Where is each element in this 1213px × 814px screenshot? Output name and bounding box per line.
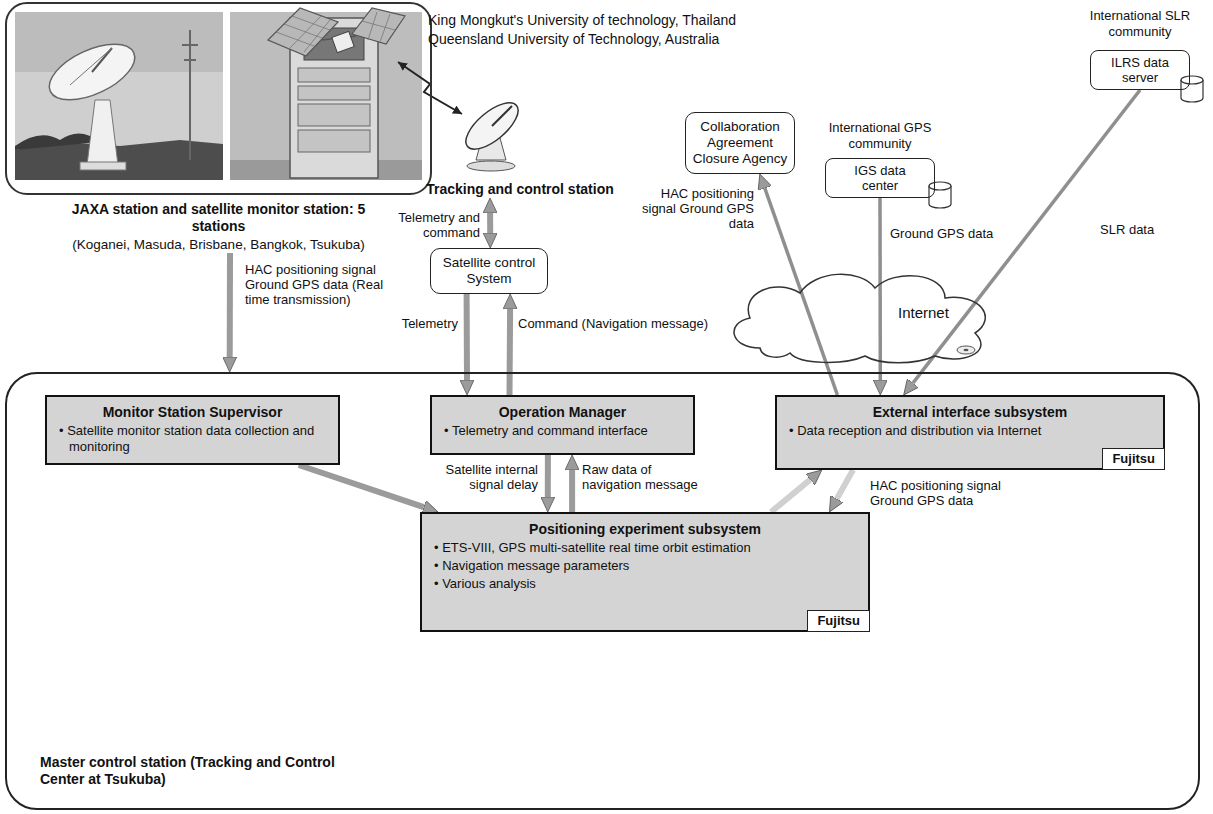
flow-arrow (299, 465, 424, 507)
subsystem-title: External interface subsystem (789, 403, 1151, 421)
edge-label: Ground GPS data (888, 226, 998, 241)
vendor-tag: Fujitsu (1102, 448, 1165, 470)
subsystem-title: Monitor Station Supervisor (59, 403, 326, 421)
antenna-dish (41, 33, 143, 112)
solar-panel (352, 8, 405, 44)
antenna-pedestal (87, 100, 118, 165)
bullet-item: • Satellite monitor station data collect… (59, 423, 326, 455)
station-title: Master control station (Tracking and Con… (40, 754, 340, 788)
flow-arrow (464, 294, 470, 380)
disc-icon (957, 346, 975, 354)
rack-unit (298, 86, 370, 100)
subsystem-box: Monitor Station Supervisor • Satellite mo… (45, 395, 340, 465)
university-name: King Mongkut's University of technology,… (428, 12, 736, 29)
internet-cloud: Internet (720, 268, 1000, 365)
disc-icon (964, 349, 969, 351)
rounded-box: Collaboration Agreement Closure Agency (685, 112, 795, 174)
antenna-base (80, 162, 126, 170)
subsystem-box: Operation Manager • Telemetry and command… (430, 395, 695, 455)
bullet-item: • Navigation message parameters (434, 558, 856, 574)
subsystem-title: Operation Manager (444, 403, 681, 421)
flow-arrow (507, 309, 514, 395)
box-label: Tracking and control station (410, 181, 630, 198)
vendor-tag: Fujitsu (807, 610, 870, 632)
bullet-item: • Various analysis (434, 576, 856, 592)
bullet-item: • Telemetry and command interface (444, 423, 681, 439)
flow-arrow (878, 198, 882, 380)
station-photo-panel: JAXA station and satellite monitor stati… (5, 2, 432, 253)
flow-arrow (771, 480, 810, 512)
edge-label: Telemetry and command (392, 210, 482, 240)
solar-panel-grid (276, 15, 330, 52)
edge-label: SLR data (1098, 222, 1178, 237)
solar-panel-grid (362, 12, 395, 42)
edge-label: HAC positioning signal Ground GPS data (868, 478, 1018, 508)
subsystem-title: Positioning experiment subsystem (434, 520, 856, 538)
subsystem-box: Positioning experiment subsystem • ETS-VI… (420, 512, 870, 632)
tracking-dish (458, 95, 525, 158)
solar-panel (268, 8, 338, 56)
station-list: (Koganei, Masuda, Brisbane, Bangkok, Tsu… (5, 236, 432, 253)
cloud-outline (720, 268, 1000, 365)
flow-arrow (837, 470, 853, 499)
antenna-mast (182, 44, 198, 46)
edge-label: HAC positioning signal Ground GPS data (… (243, 262, 403, 307)
photo-wall (230, 12, 422, 180)
cloud-shape (734, 274, 985, 362)
rounded-box: Satellite control System (430, 248, 548, 294)
server-name: ILRS data server (1090, 50, 1190, 90)
antenna-feed (70, 48, 112, 85)
station-caption: JAXA station and satellite monitor stati… (59, 201, 379, 235)
master-station-frame: Master control station (Tracking and Con… (5, 372, 1200, 810)
antenna-mast (189, 30, 191, 160)
photo-sky (15, 12, 223, 180)
database-cylinder (929, 182, 951, 190)
box-label: Collaboration Agreement Closure Agency (690, 119, 790, 167)
caption-group: JAXA station and satellite monitor stati… (5, 2, 432, 253)
edge-label: Satellite internal signal delay (434, 462, 540, 492)
antenna-station: Tracking and control station (410, 95, 630, 198)
rack-unit (298, 68, 370, 82)
satellite-body (332, 31, 354, 52)
dish-base (467, 161, 515, 171)
rack-unit (298, 130, 370, 152)
bullet-item: • Data reception and distribution via In… (789, 423, 1151, 439)
subsystem-box: External interface subsystem • Data recep… (775, 395, 1165, 470)
edge-label: Command (Navigation message) (516, 316, 711, 331)
bullet-item: • ETS-VIII, GPS multi-satellite real tim… (434, 540, 856, 556)
radio-link-arrow (398, 62, 462, 114)
flow-arrow (487, 213, 493, 233)
vendor-name: Fujitsu (817, 613, 860, 629)
edge-label: HAC positioning signal Ground GPS data (640, 186, 756, 231)
vendor-name: Fujitsu (1112, 451, 1155, 467)
box-label: Satellite control System (435, 255, 543, 287)
community-heading: International SLR community (1078, 8, 1202, 40)
flow-arrow (227, 253, 233, 357)
university-name: Queensland University of Technology, Aus… (428, 31, 719, 48)
photo-trees (15, 133, 100, 150)
cloud-label: Internet (898, 304, 949, 322)
antenna-feed (92, 48, 112, 72)
server-name: IGS data center (825, 158, 935, 198)
database-cylinder (1181, 76, 1203, 84)
flow-arrow (545, 455, 551, 497)
rack-unit (298, 104, 370, 126)
dish-feed (492, 106, 512, 126)
data-server-box: International SLR communityILRS data ser… (1090, 8, 1190, 90)
edge-label: Telemetry (396, 316, 460, 331)
edge-label: Raw data of navigation message (580, 462, 702, 492)
community-heading: International GPS community (813, 120, 947, 152)
flow-arrow (569, 470, 575, 512)
antenna-mast (184, 59, 196, 61)
data-server-box: International GPS communityIGS data cent… (825, 120, 935, 198)
photo-frame (5, 2, 432, 195)
